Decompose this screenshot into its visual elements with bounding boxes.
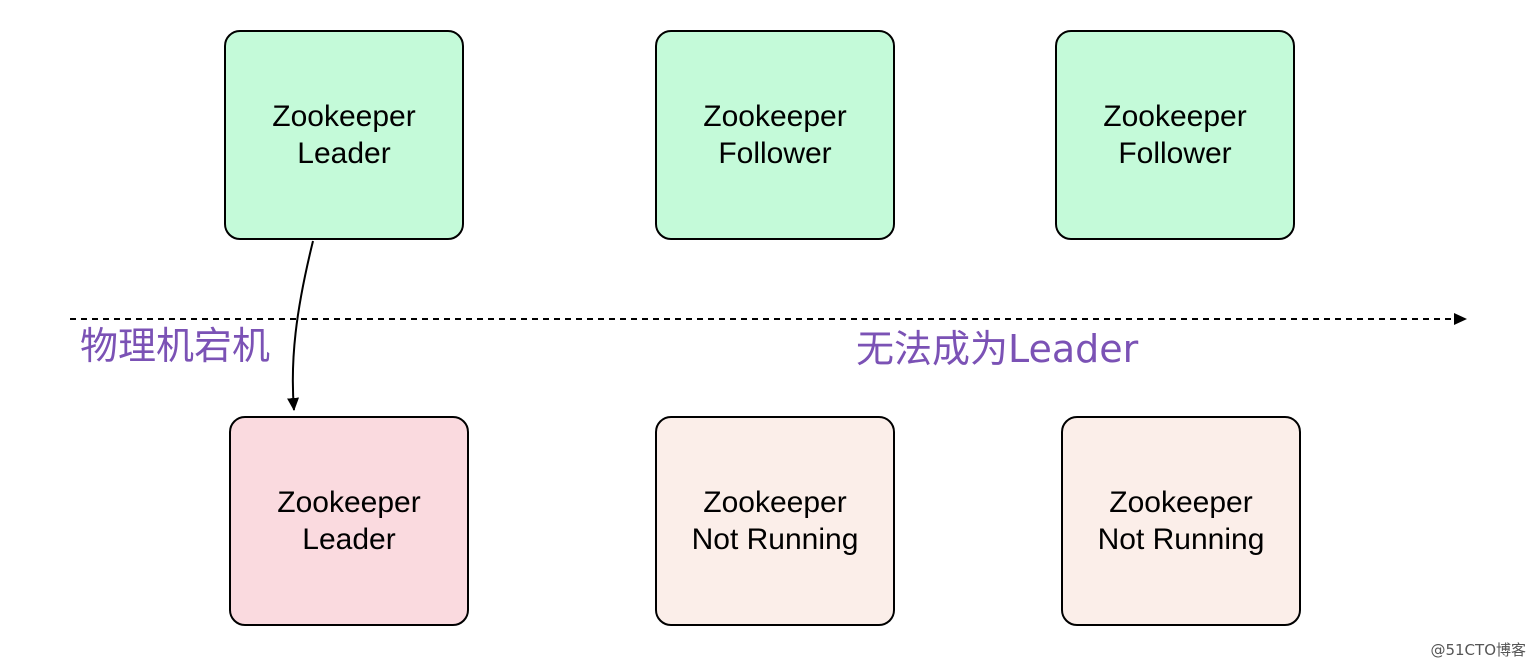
node-role: Leader [302, 523, 396, 556]
node-title: Zookeeper [277, 486, 421, 519]
watermark: @51CTO博客 [1430, 641, 1526, 659]
node-role: Follower [718, 137, 832, 170]
node-title: Zookeeper [703, 486, 847, 519]
zookeeper-follower-node-1: Zookeeper Follower [655, 30, 895, 240]
node-role: Leader [297, 137, 391, 170]
node-title: Zookeeper [1103, 100, 1247, 133]
node-title: Zookeeper [1109, 486, 1253, 519]
leader-failover-arrow [287, 240, 314, 411]
host-down-label: 物理机宕机 [80, 324, 271, 368]
zookeeper-not-running-node-2: Zookeeper Not Running [1061, 416, 1301, 626]
node-role: Not Running [691, 523, 859, 556]
node-title: Zookeeper [703, 100, 847, 133]
node-role: Follower [1118, 137, 1232, 170]
zookeeper-follower-node-2: Zookeeper Follower [1055, 30, 1295, 240]
node-role: Not Running [1097, 523, 1265, 556]
node-title: Zookeeper [272, 100, 416, 133]
cannot-become-leader-label: 无法成为Leader [856, 327, 1139, 371]
zookeeper-not-running-node-1: Zookeeper Not Running [655, 416, 895, 626]
zookeeper-leader-node-bottom: Zookeeper Leader [229, 416, 469, 626]
zookeeper-leader-node-top: Zookeeper Leader [224, 30, 464, 240]
